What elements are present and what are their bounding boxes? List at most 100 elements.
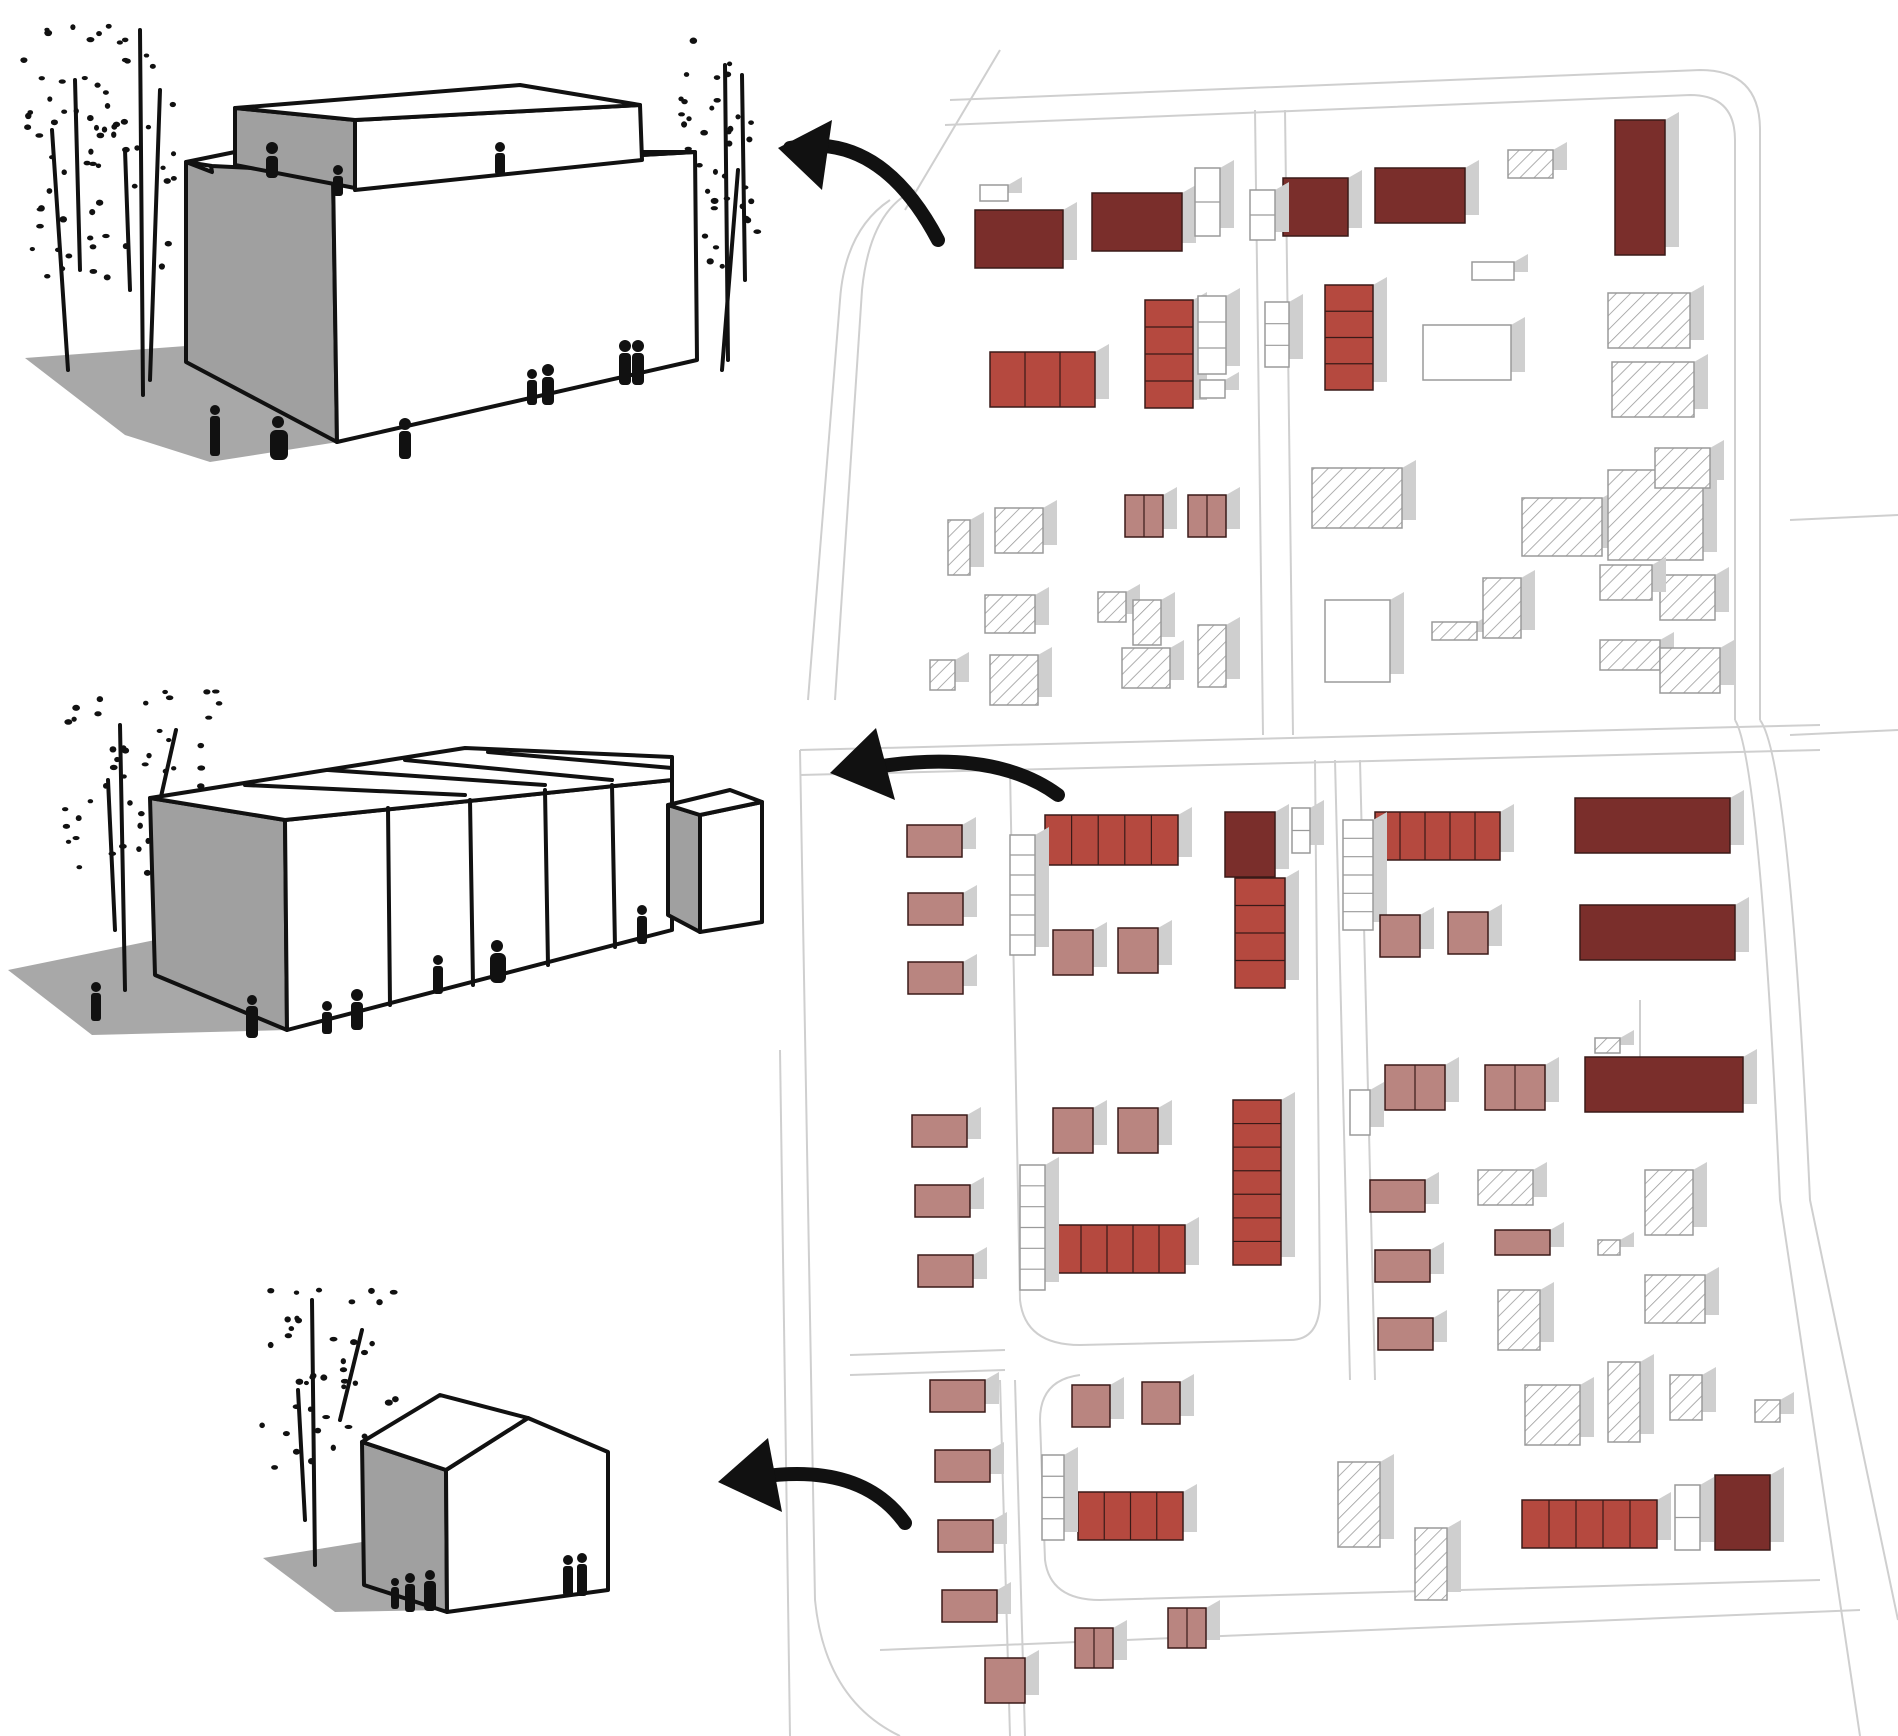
building-footprint xyxy=(1232,1099,1282,1266)
arrow-middle xyxy=(830,728,1065,802)
foliage-dot xyxy=(267,1288,275,1294)
building-hatched xyxy=(989,647,1052,706)
building-red xyxy=(1054,1217,1199,1274)
foliage-dot xyxy=(712,168,718,175)
foliage-dot xyxy=(721,173,728,179)
building-footprint xyxy=(1052,929,1094,976)
building-footprint xyxy=(1132,599,1162,646)
building-outline xyxy=(1422,317,1525,381)
building-pink xyxy=(1124,487,1177,538)
building-footprint xyxy=(1654,447,1711,489)
foliage-dot xyxy=(141,762,149,767)
foliage-dot xyxy=(197,742,205,749)
foliage-dot xyxy=(94,82,101,88)
building-footprint xyxy=(1197,295,1227,375)
building-hatched xyxy=(1644,1267,1719,1324)
foliage-dot xyxy=(681,121,688,128)
foliage-dot xyxy=(122,146,130,153)
building-footprint xyxy=(1714,1474,1771,1551)
foliage-dot xyxy=(350,1339,358,1346)
building-outline xyxy=(1019,1157,1059,1291)
building-outline xyxy=(1009,827,1049,956)
foliage-dot xyxy=(131,183,138,189)
building-pink xyxy=(1052,1100,1107,1154)
building-hatched xyxy=(1311,460,1416,529)
foliage-dot xyxy=(38,205,45,212)
foliage-dot xyxy=(62,823,71,829)
building-footprint xyxy=(1659,647,1721,694)
building-footprint xyxy=(1754,1399,1781,1423)
foliage-dot xyxy=(211,689,220,694)
building-hatched xyxy=(1197,617,1240,688)
building-dark-red xyxy=(1714,1467,1784,1551)
building-hatched xyxy=(984,587,1049,634)
foliage-dot xyxy=(329,1336,338,1342)
foliage-dot xyxy=(748,198,755,205)
building-outline xyxy=(1349,1082,1384,1136)
building-footprint xyxy=(1584,1056,1744,1113)
foliage-dot xyxy=(735,114,741,120)
trees xyxy=(296,1298,364,1567)
foliage-dot xyxy=(101,126,108,133)
foliage-dot xyxy=(704,188,711,194)
foliage-dot xyxy=(170,151,177,157)
building-hatched xyxy=(1597,1232,1634,1256)
foliage-dot xyxy=(156,728,163,734)
foliage-dot xyxy=(121,774,127,779)
foliage-dot xyxy=(72,704,80,711)
foliage-dot xyxy=(344,1424,353,1429)
foliage-dot xyxy=(111,131,117,138)
building-footprint xyxy=(1659,574,1716,621)
foliage-dot xyxy=(315,1287,323,1293)
building-footprint xyxy=(1599,564,1653,601)
foliage-dot xyxy=(744,217,752,224)
foliage-dot xyxy=(360,1349,369,1356)
foliage-dot xyxy=(723,196,731,201)
foliage-dot xyxy=(724,71,732,78)
front-face xyxy=(331,150,699,444)
foliage-dot xyxy=(284,1316,291,1323)
building-hatched xyxy=(1659,567,1729,621)
building-footprint xyxy=(1374,167,1466,224)
foliage-dot xyxy=(89,244,97,250)
foliage-dot xyxy=(340,1378,349,1384)
foliage-dot xyxy=(292,1404,301,1410)
arrow-top xyxy=(778,120,945,247)
building-footprint xyxy=(934,1449,991,1483)
building-footprints xyxy=(906,112,1794,1704)
building-pink xyxy=(1447,904,1502,955)
foliage-dot xyxy=(81,75,88,81)
building-footprint xyxy=(1579,904,1736,961)
building-outline xyxy=(1674,1477,1714,1551)
building-footprint xyxy=(1117,1107,1159,1154)
foliage-dot xyxy=(25,112,32,120)
building-footprint xyxy=(1224,811,1276,878)
building-hatched xyxy=(1599,557,1666,601)
building-footprint xyxy=(1369,1179,1426,1213)
building-footprint xyxy=(1447,911,1489,955)
foliage-dot xyxy=(70,24,76,31)
foliage-dot xyxy=(102,90,109,95)
foliage-dot xyxy=(137,822,143,829)
building-dark-red xyxy=(1091,185,1196,252)
building-footprint xyxy=(914,1184,971,1218)
building-footprint xyxy=(1282,177,1349,237)
building-red xyxy=(1144,292,1207,409)
building-pink xyxy=(1379,907,1434,958)
foliage-dot xyxy=(60,266,66,272)
foliage-dot xyxy=(89,208,96,216)
foliage-dot xyxy=(121,57,129,63)
foliage-dot xyxy=(160,165,166,170)
building-footprint xyxy=(984,1657,1026,1704)
foliage-dot xyxy=(83,160,91,166)
annex-front xyxy=(698,800,764,934)
building-footprint xyxy=(1264,301,1290,368)
building-footprint xyxy=(1374,811,1501,861)
foliage-dot xyxy=(65,253,73,259)
foliage-dot xyxy=(38,76,45,81)
foliage-dot xyxy=(87,799,94,804)
building-dark-red xyxy=(1579,897,1749,961)
foliage-dot xyxy=(384,1399,393,1406)
foliage-dot xyxy=(116,40,123,45)
foliage-dot xyxy=(170,175,177,181)
